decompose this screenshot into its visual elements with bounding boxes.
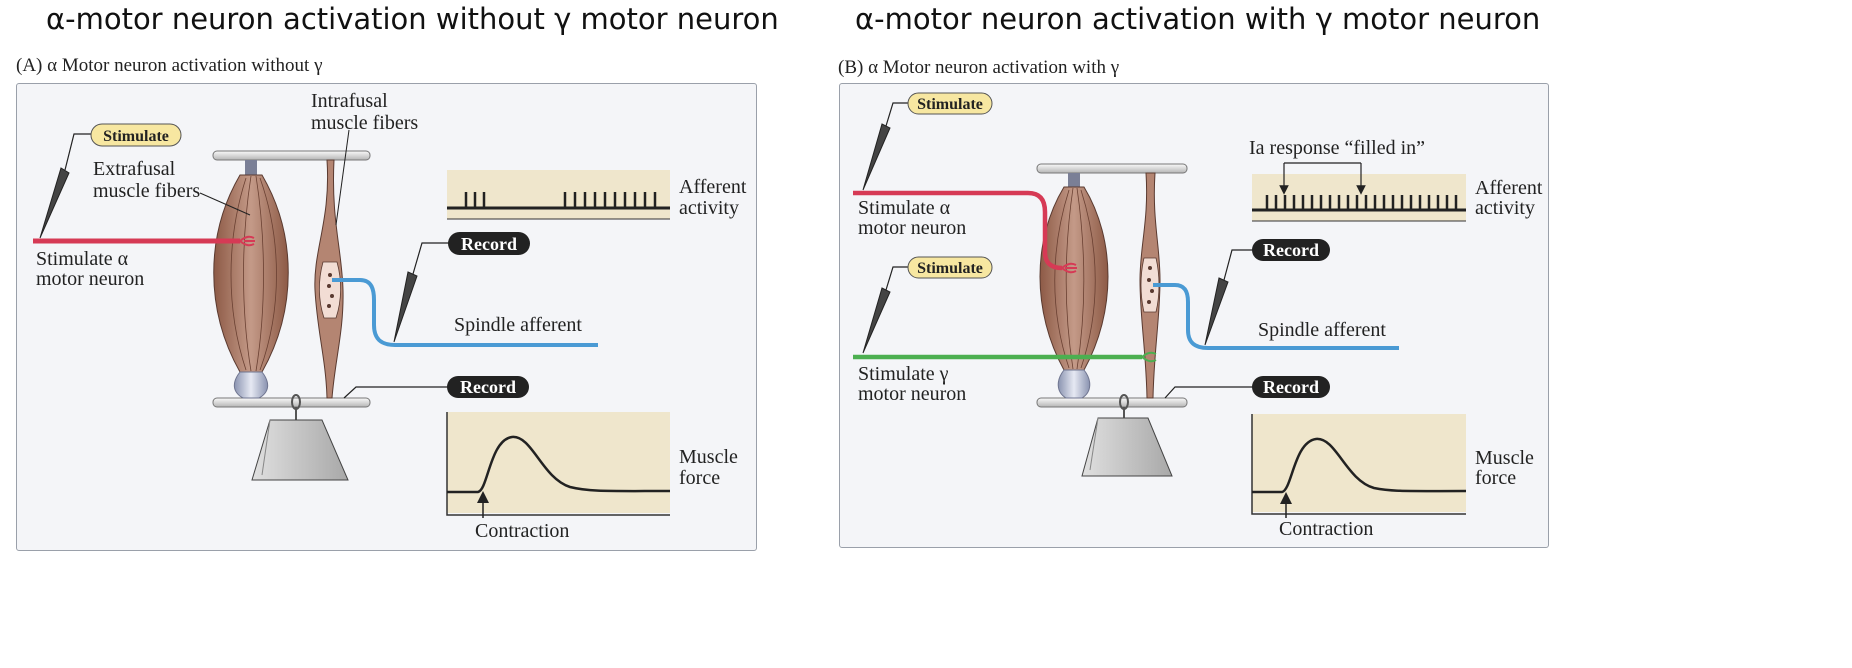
force-trace-box <box>447 412 670 513</box>
panel-a-caption: (A) α Motor neuron activation without γ <box>16 55 323 76</box>
stim-gamma-label-1: Stimulate γ <box>858 363 949 385</box>
stimulating-electrode-2 <box>862 287 891 354</box>
extrafusal-label-2: muscle fibers <box>93 180 200 202</box>
record-label-2: Record <box>460 377 516 397</box>
stimulate-label: Stimulate <box>103 128 169 145</box>
record-label-2: Record <box>1263 377 1319 397</box>
bottom-support-bar <box>1036 397 1188 408</box>
stimulate-pill-2 <box>907 256 993 279</box>
record-pill-1 <box>448 232 530 255</box>
force-curve <box>1252 437 1467 494</box>
muscle-force-label-2: force <box>1475 467 1516 489</box>
top-support-bar <box>212 150 371 161</box>
panel-b-graphics: Stimulate Stimulate α motor neuron Stimu… <box>853 92 1543 540</box>
record-label-1: Record <box>461 234 517 254</box>
extrafusal-muscle <box>1039 173 1109 399</box>
afferent-spike-train <box>1252 195 1466 212</box>
afferent-trace-box <box>447 170 670 219</box>
alpha-motor-axon <box>853 190 1063 271</box>
panel-b-caption: (B) α Motor neuron activation with γ <box>838 57 1120 78</box>
force-curve <box>447 435 671 494</box>
weight <box>251 419 349 481</box>
stimulate-pill-1 <box>907 92 993 115</box>
stim-alpha-label-2: motor neuron <box>36 268 144 290</box>
recording-electrode-1 <box>1204 277 1229 346</box>
contraction-label: Contraction <box>475 520 569 542</box>
force-trace-box <box>1252 414 1466 512</box>
extrafusal-muscle <box>213 160 289 399</box>
panel-a-graphics: Stimulate Extrafusal muscle fibers Intra… <box>33 90 747 542</box>
muscle-force-label-1: Muscle <box>679 446 738 468</box>
ia-response-label: Ia response “filled in” <box>1249 137 1425 159</box>
weight <box>1081 417 1173 477</box>
stimulating-electrode-1 <box>862 123 891 191</box>
record-pill-2 <box>447 376 529 398</box>
intrafusal-label-2: muscle fibers <box>311 112 418 134</box>
muscle-force-label-1: Muscle <box>1475 447 1534 469</box>
afferent-spike-train <box>447 192 670 210</box>
afferent-label-1: Afferent <box>679 176 747 198</box>
stimulating-electrode <box>39 167 70 239</box>
contraction-label: Contraction <box>1279 518 1373 540</box>
spindle-afferent-label: Spindle afferent <box>454 314 582 336</box>
muscle-force-label-2: force <box>679 467 720 489</box>
stimulate-label-1: Stimulate <box>917 96 983 113</box>
gamma-nerve-ending <box>1141 351 1157 363</box>
intrafusal-fiber <box>1139 172 1161 399</box>
stimulate-pill <box>90 123 182 147</box>
alpha-nerve-ending <box>1061 262 1077 274</box>
intrafusal-label-1: Intrafusal <box>311 90 388 112</box>
alpha-nerve-ending <box>239 235 255 247</box>
top-support-bar <box>1036 163 1188 174</box>
record-label-1: Record <box>1263 240 1319 260</box>
spindle-afferent-label: Spindle afferent <box>1258 319 1386 341</box>
afferent-label-2: activity <box>1475 197 1535 219</box>
intrafusal-fiber <box>314 159 344 399</box>
stim-alpha-label-2: motor neuron <box>858 217 966 239</box>
stimulate-label-2: Stimulate <box>917 260 983 277</box>
record-pill-1 <box>1252 239 1330 261</box>
title-right: α-motor neuron activation with γ motor n… <box>855 2 1541 36</box>
spindle-afferent-axon <box>1153 283 1399 350</box>
stim-alpha-label-1: Stimulate α <box>858 197 951 219</box>
recording-electrode-1 <box>393 271 418 343</box>
afferent-trace-box <box>1252 174 1466 221</box>
record-pill-2 <box>1252 376 1330 398</box>
afferent-label-2: activity <box>679 197 739 219</box>
afferent-label-1: Afferent <box>1475 177 1543 199</box>
spindle-afferent-axon <box>332 278 598 347</box>
title-left: α-motor neuron activation without γ moto… <box>46 2 779 36</box>
stim-alpha-label-1: Stimulate α <box>36 248 129 270</box>
extrafusal-label-1: Extrafusal <box>93 158 176 180</box>
stim-gamma-label-2: motor neuron <box>858 383 966 405</box>
